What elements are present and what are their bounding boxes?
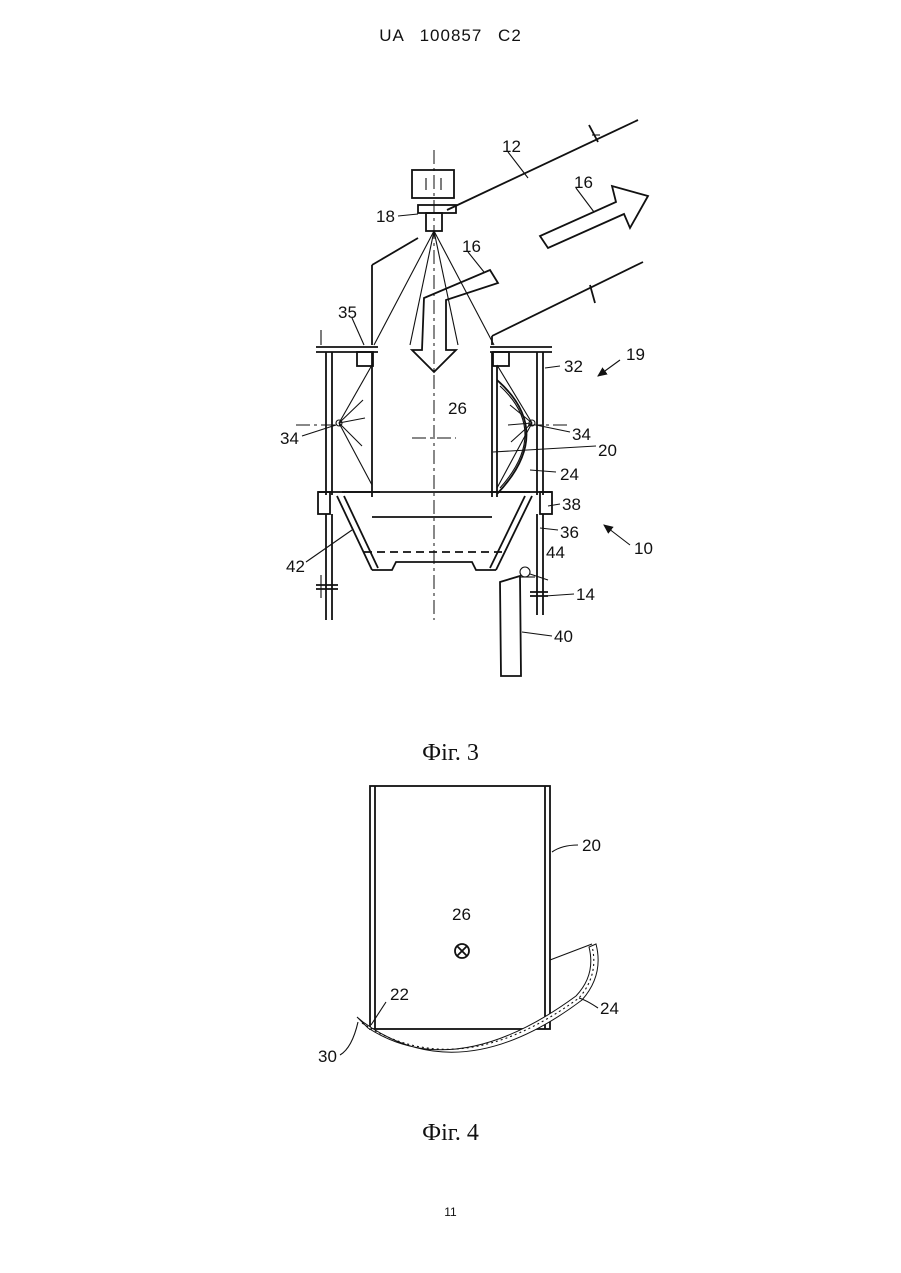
fig4-label-30: 30 — [318, 1047, 337, 1066]
fig3-label-26: 26 — [448, 399, 467, 418]
fig4-label-26: 26 — [452, 905, 471, 924]
fig3-label-20: 20 — [598, 441, 617, 460]
fig3-label-38: 38 — [562, 495, 581, 514]
fig4-label-22: 22 — [390, 985, 409, 1004]
figure-4-caption: Фіг. 4 — [0, 1120, 901, 1147]
fig3-label-10: 10 — [634, 539, 653, 558]
figure-4-drawing: 20 26 22 24 30 — [318, 786, 619, 1066]
fig3-label-19: 19 — [626, 345, 645, 364]
fig3-label-16a: 16 — [574, 173, 593, 192]
fig3-label-35: 35 — [338, 303, 357, 322]
fig4-label-24: 24 — [600, 999, 619, 1018]
fig3-label-16b: 16 — [462, 237, 481, 256]
figure-3-caption: Фіг. 3 — [0, 740, 901, 767]
fig4-label-20: 20 — [582, 836, 601, 855]
fig3-label-36: 36 — [560, 523, 579, 542]
fig3-label-34-right: 34 — [572, 425, 591, 444]
fig3-label-32: 32 — [564, 357, 583, 376]
fig3-label-42: 42 — [286, 557, 305, 576]
page-number: 11 — [0, 1205, 901, 1219]
fig3-label-24: 24 — [560, 465, 579, 484]
fig3-label-18: 18 — [376, 207, 395, 226]
fig3-label-14: 14 — [576, 585, 595, 604]
fig3-label-34-left: 34 — [280, 429, 299, 448]
fig3-label-40: 40 — [554, 627, 573, 646]
fig3-label-44: 44 — [546, 543, 565, 562]
fig3-label-12: 12 — [502, 137, 521, 156]
figure-3-drawing: 12 16 18 16 35 19 32 26 34 34 20 24 38 3… — [280, 120, 653, 676]
